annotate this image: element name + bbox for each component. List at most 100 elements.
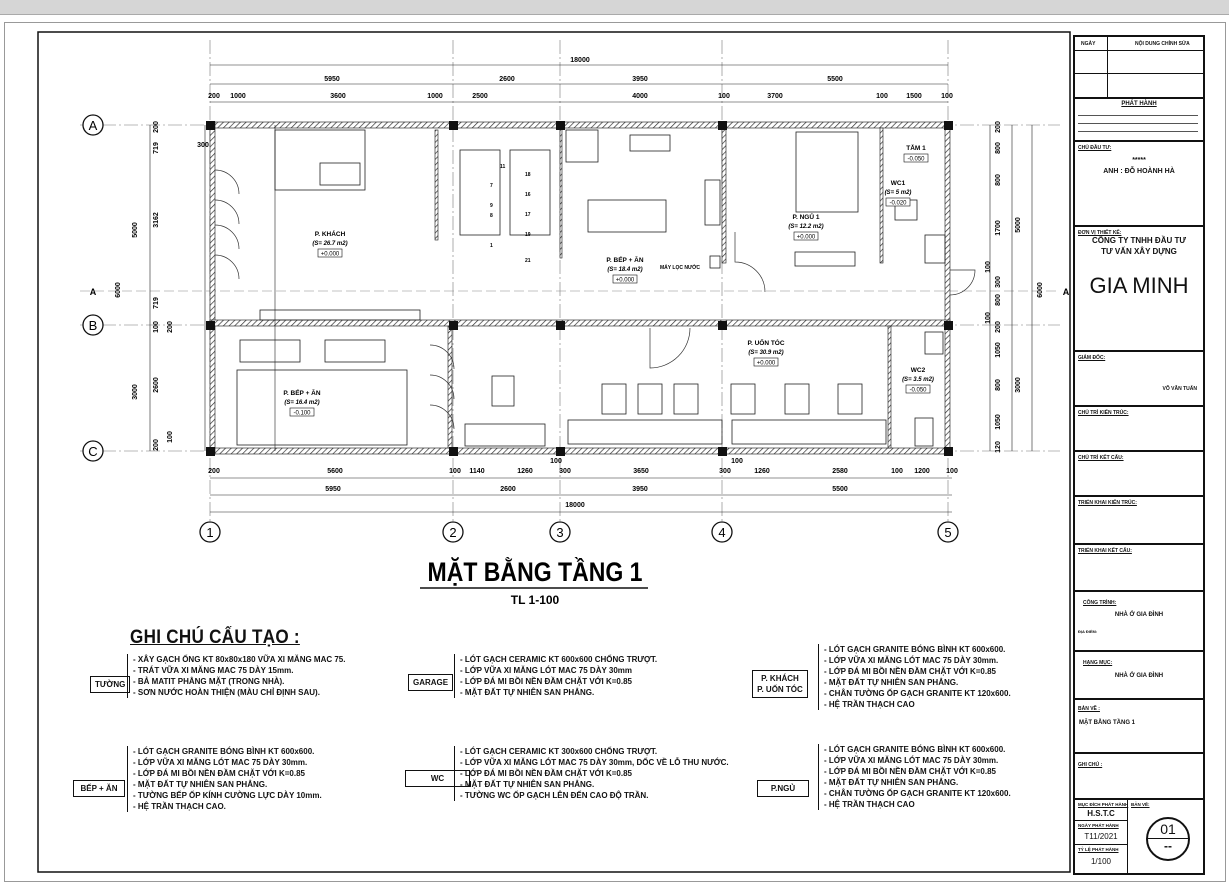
note-list: - LÓT GẠCH GRANITE BÓNG BÌNH KT 600x600.… <box>127 746 322 812</box>
dim-bottom-minor: 3650 <box>633 468 649 475</box>
column <box>944 447 953 456</box>
dim-bottom-minor: 1200 <box>914 468 930 475</box>
salon-chair <box>491 375 515 407</box>
dim-right: 5000 <box>1015 217 1022 233</box>
dim-bottom-minor: 1260 <box>517 468 533 475</box>
grid-label-4: 4 <box>718 525 725 540</box>
level-box <box>612 274 638 284</box>
stair-step-number: 19 <box>525 232 531 238</box>
dim-right: 800 <box>995 294 1002 306</box>
door-swing <box>214 169 240 195</box>
dim-bottom-minor: 300 <box>559 468 571 475</box>
dim-right: 800 <box>995 379 1002 391</box>
dim-top-total: 18000 <box>570 57 590 64</box>
sheet-number-circle: 01 -- <box>1146 817 1190 861</box>
column <box>206 121 215 130</box>
staircase-right <box>509 149 551 236</box>
drawing-title: MẶT BẰNG TẦNG 1 <box>428 556 643 587</box>
dim-left: 200 <box>167 321 174 333</box>
note-tag-line: TƯỜNG <box>95 680 126 689</box>
dim-bottom-total: 18000 <box>565 502 585 509</box>
revision-table: NGÀY NỘI DUNG CHỈNH SỬA <box>1075 37 1203 99</box>
level-box <box>793 231 819 241</box>
grid-bubble-2 <box>442 521 464 543</box>
grid-bubble-4 <box>711 521 733 543</box>
counter <box>567 419 723 445</box>
dim-top-minor: 2500 <box>472 93 488 100</box>
dim-bottom-minor: 100 <box>449 468 461 475</box>
dim-left: 100 <box>167 431 174 443</box>
room-area: (S= 18.4 m2) <box>607 267 642 273</box>
dim-right: 100 <box>985 312 992 324</box>
dim-left: 719 <box>153 142 160 154</box>
dining-table <box>587 199 667 233</box>
column <box>449 447 458 456</box>
issue-title: PHÁT HÀNH <box>1121 101 1157 107</box>
dim-bottom-minor: 100 <box>946 468 958 475</box>
walls <box>206 121 953 456</box>
column <box>206 321 215 330</box>
dim-bottom-minor: 2580 <box>832 468 848 475</box>
title-block: NGÀY NỘI DUNG CHỈNH SỬA PHÁT HÀNH CHỦ ĐẦ… <box>1073 35 1205 875</box>
dim-bottom-major: 2600 <box>500 486 516 493</box>
designer-logo-text: GIA MINH <box>1089 273 1189 298</box>
dim-right: 1050 <box>995 342 1002 358</box>
stair-step-number: 8 <box>490 213 493 219</box>
dim-top-minor: 3700 <box>767 93 783 100</box>
dresser <box>794 251 856 267</box>
grid-bubble-3 <box>549 521 571 543</box>
drawing-border <box>37 31 1071 873</box>
note-item: - LỚP ĐÁ MI BỒI NỀN ĐẦM CHẶT VỚI K=0.85 <box>460 677 632 686</box>
tv-cabinet <box>259 309 421 321</box>
note-item: - LỚP VỮA XI MĂNG LÓT MAC 75 DÀY 30mm. <box>824 656 999 665</box>
wall <box>559 127 563 259</box>
dim-bottom-major: 5950 <box>325 486 341 493</box>
level-box <box>289 407 315 417</box>
column <box>556 121 565 130</box>
dim-right: 120 <box>995 441 1002 453</box>
dim-top-minor: 1000 <box>230 93 246 100</box>
dim-top-minor: 1000 <box>427 93 443 100</box>
drawing-scale: TL 1-100 <box>511 593 560 607</box>
door-swing <box>214 199 240 225</box>
column <box>718 321 727 330</box>
cooktop <box>629 134 671 152</box>
motorbike <box>324 339 386 363</box>
washbasin <box>924 234 946 264</box>
section-mark-right: A <box>1063 287 1070 297</box>
dim-right: 3000 <box>1015 377 1022 393</box>
note-item: - MẶT ĐẤT TỰ NHIÊN SAN PHẲNG. <box>460 688 595 697</box>
note-item: - LÓT GẠCH GRANITE BÓNG BÌNH KT 600x600. <box>824 745 1006 754</box>
room-name: P. BẾP + ĂN <box>283 387 320 397</box>
note-list: - XÂY GẠCH ỐNG KT 80x80x180 VỮA XI MĂNG … <box>127 654 345 698</box>
dim-top-major: 3950 <box>632 76 648 83</box>
dim-bottom-minor: 1260 <box>754 468 770 475</box>
note-item: - LỚP ĐÁ MI BỒI NỀN ĐẦM CHẶT VỚI K=0.85 <box>824 667 996 676</box>
kitchen-sink <box>704 179 721 226</box>
room-area: (S= 26.7 m2) <box>312 241 347 247</box>
note-item: - HỆ TRẦN THẠCH CAO. <box>133 802 226 811</box>
dim-bottom-minor: 200 <box>208 468 220 475</box>
grid-label-1: 1 <box>206 525 213 540</box>
dim-top-major: 2600 <box>499 76 515 83</box>
salon-chair <box>730 383 756 415</box>
note-item: - LỚP VỮA XI MĂNG LÓT MAC 75 DÀY 30mm, D… <box>460 758 729 767</box>
room-level: -0.050 <box>907 157 925 163</box>
wall <box>879 127 884 264</box>
note-list: - LÓT GẠCH CERAMIC KT 300x600 CHỐNG TRƯỢ… <box>454 746 729 801</box>
dim-bottom-minor: 100 <box>550 458 562 465</box>
room-area: (S= 3.5 m2) <box>902 377 934 383</box>
note-item: - TƯỜNG WC ỐP GẠCH LÊN ĐẾN CAO ĐỘ TRẦN. <box>460 791 649 800</box>
door-swing <box>429 344 455 370</box>
note-item: - CHÂN TƯỜNG ỐP GẠCH GRANITE KT 120x600. <box>824 789 1011 798</box>
level-box <box>903 153 929 163</box>
room-name: WC2 <box>911 367 926 374</box>
stair-step-number: 16 <box>525 192 531 198</box>
note-item: - MẶT ĐẤT TỰ NHIÊN SAN PHẲNG. <box>824 778 959 787</box>
door-swing <box>649 327 691 369</box>
room-level: +0.000 <box>797 235 816 241</box>
room-area: (S= 16.4 m2) <box>284 400 319 406</box>
room-name: P. KHÁCH <box>315 229 346 238</box>
level-box <box>317 248 343 258</box>
sheet-number: 01 <box>1160 821 1176 837</box>
